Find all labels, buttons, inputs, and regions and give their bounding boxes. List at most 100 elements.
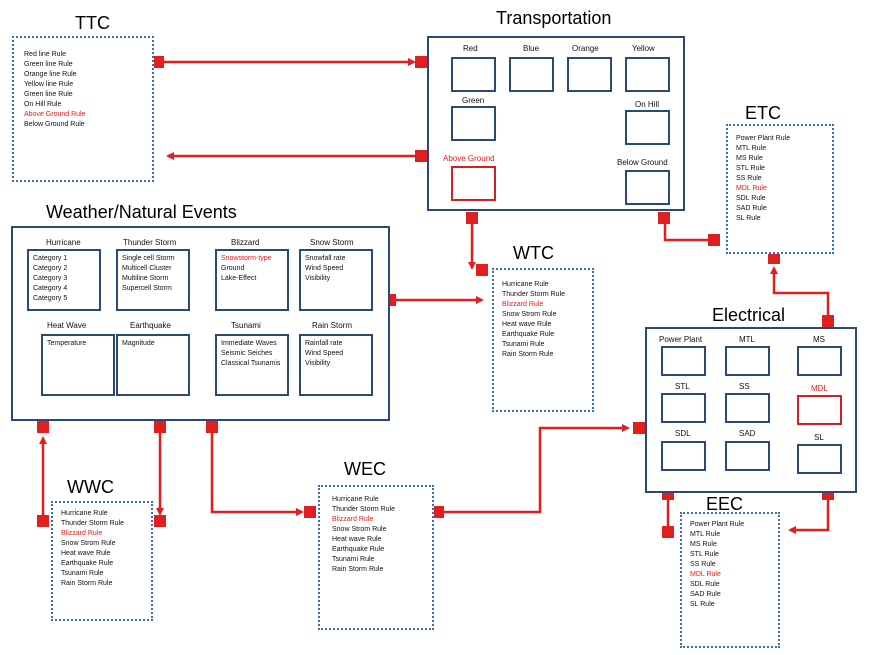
rule-item: Blizzard Rule — [61, 530, 103, 537]
below-ground-box — [625, 170, 670, 205]
rule-item: SDL Rule — [736, 195, 766, 202]
rule-item: Earthquake Rule — [61, 560, 114, 567]
rule-item: Blizzard Rule — [332, 516, 374, 523]
eec-to-electrical-line — [788, 495, 830, 534]
rule-item: Green line Rule — [24, 61, 73, 68]
rule-item: Seismic Seiches — [221, 350, 273, 357]
mtl-label: MTL — [739, 335, 755, 344]
heat-wave-label: Heat Wave — [47, 321, 87, 330]
below-ground-label: Below Ground — [617, 158, 668, 167]
on-hill-box — [625, 110, 670, 145]
mtl-box — [725, 346, 770, 376]
rule-item: Visibility — [305, 275, 331, 282]
electrical-to-etc-line — [770, 266, 830, 320]
rule-item: Temperature — [47, 340, 87, 347]
rule-item: Heat wave Rule — [502, 321, 552, 328]
rule-item: SS Rule — [736, 175, 762, 182]
rule-item: On Hill Rule — [24, 101, 62, 108]
wec-title: WEC — [344, 459, 386, 479]
weather-to-wec-line — [210, 428, 304, 516]
rule-item: Heat wave Rule — [61, 550, 111, 557]
transportation-panel: Red Blue Orange Yellow Green On Hill Abo… — [427, 36, 685, 211]
rule-item: Snow Strom Rule — [61, 540, 116, 547]
rule-item: STL Rule — [690, 551, 719, 558]
weather-title: Weather/Natural Events — [46, 202, 237, 222]
blue-line-box — [509, 57, 554, 92]
power-plant-box — [661, 346, 706, 376]
rule-item: Magnitude — [122, 340, 155, 347]
rule-item: Single cell Storm — [122, 255, 175, 262]
sdl-box — [661, 441, 706, 471]
rule-item: Category 3 — [33, 275, 68, 282]
rule-item: Visibility — [305, 360, 331, 367]
rule-item: Heat wave Rule — [332, 536, 382, 543]
rule-item: Category 1 — [33, 255, 68, 262]
rule-item: Ground — [221, 265, 245, 272]
rule-item: Blizzard Rule — [502, 301, 544, 308]
sad-box — [725, 441, 770, 471]
orange-line-box — [567, 57, 612, 92]
rule-item: Rain Storm Rule — [502, 351, 554, 358]
rule-item: Rain Storm Rule — [332, 566, 384, 573]
rule-item: Tsunami Rule — [332, 556, 375, 563]
above-ground-label: Above Ground — [443, 154, 495, 163]
rule-item: MTL Rule — [736, 145, 767, 152]
rule-item: MDL Rule — [690, 571, 721, 578]
rule-item: Power Plant Rule — [736, 135, 791, 142]
rule-item: SS Rule — [690, 561, 716, 568]
earthquake-label: Earthquake — [130, 321, 171, 330]
green-line-label: Green — [462, 96, 485, 105]
mdl-label: MDL — [811, 384, 828, 393]
electrical-panel: Power Plant MTL MS STL SS MDL SDL SAD SL — [645, 327, 857, 493]
weather-panel: Hurricane Category 1 Category 2 Category 3… — [11, 226, 390, 421]
transportation-title: Transportation — [496, 8, 612, 28]
rule-item: Thunder Storm Rule — [61, 520, 125, 527]
rule-item: MTL Rule — [690, 531, 721, 538]
ms-box — [797, 346, 842, 376]
rule-item: SDL Rule — [690, 581, 720, 588]
rule-item: Multiline Storm — [122, 275, 169, 282]
snow-storm-label: Snow Storm — [310, 238, 354, 247]
green-line-box — [451, 106, 496, 141]
hurricane-label: Hurricane — [46, 238, 81, 247]
rule-item: Earthquake Rule — [332, 546, 385, 553]
rule-item: Red line Rule — [24, 51, 67, 58]
rule-item: Wind Speed — [305, 350, 344, 357]
rule-item: Yellow line Rule — [24, 81, 74, 88]
ss-box — [725, 393, 770, 423]
rule-item: Rain Storm Rule — [61, 580, 113, 587]
rule-item: Snow Strom Rule — [502, 311, 557, 318]
rule-item: SAD Rule — [690, 591, 721, 598]
rule-item: SL Rule — [736, 215, 761, 222]
rule-item: Tsunami Rule — [502, 341, 545, 348]
rain-storm-label: Rain Storm — [312, 321, 353, 330]
rule-item: Classical Tsunamis — [221, 360, 281, 367]
rule-item: STL Rule — [736, 165, 765, 172]
rule-item: Category 2 — [33, 265, 68, 272]
stl-box — [661, 393, 706, 423]
orange-line-label: Orange — [572, 44, 599, 53]
heat-wave-box: Temperature — [41, 334, 115, 396]
rule-item: Wind Speed — [305, 265, 344, 272]
ttc-title: TTC — [75, 13, 110, 33]
rule-item: Earthquake Rule — [502, 331, 555, 338]
rule-item: Thunder Storm Rule — [332, 506, 396, 513]
etc-title: ETC — [745, 103, 781, 123]
electrical-title: Electrical — [712, 305, 786, 325]
rule-item: Below Ground Rule — [24, 121, 85, 128]
blue-line-label: Blue — [523, 44, 540, 53]
wec-to-electrical-line — [438, 424, 630, 514]
stl-label: STL — [675, 382, 690, 391]
transport-to-etc-line — [663, 218, 710, 242]
